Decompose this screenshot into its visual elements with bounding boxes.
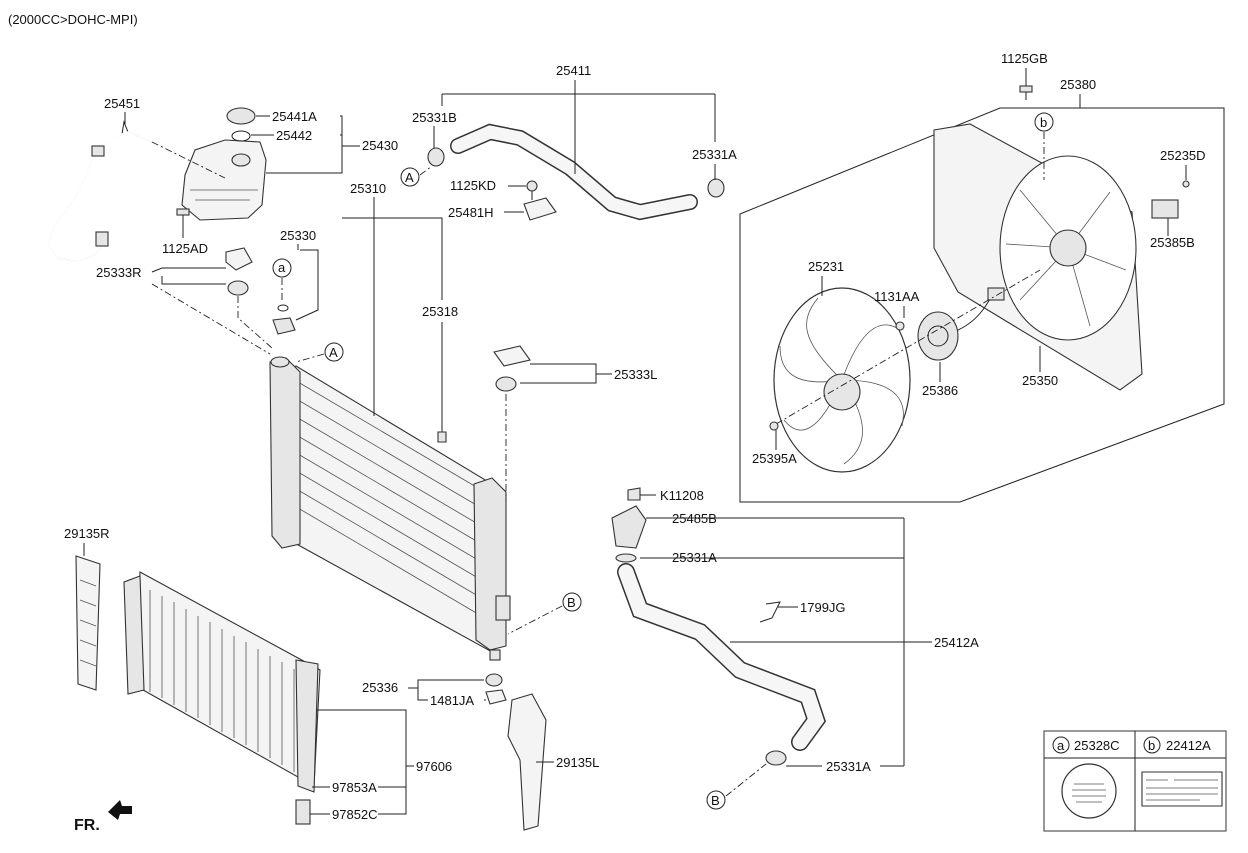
label-25395A: 25395A	[752, 451, 797, 466]
callout-B-right-text: B	[567, 595, 576, 610]
label-25331A-top: 25331A	[692, 147, 737, 162]
bracket-25481H	[523, 197, 557, 221]
fan-assembly-box	[739, 107, 1225, 503]
front-arrow-icon	[108, 800, 132, 820]
clamp-25331A-bot	[765, 750, 787, 766]
label-25380: 25380	[1060, 77, 1096, 92]
label-25430: 25430	[362, 138, 398, 153]
legend-b-part: 22412A	[1166, 738, 1211, 753]
lower-hose-25412A	[617, 563, 827, 751]
legend-a-letter: a	[1057, 738, 1065, 753]
label-25330: 25330	[280, 228, 316, 243]
callout-A-left	[324, 342, 344, 362]
label-25350: 25350	[1022, 373, 1058, 388]
cap-label-decal	[1061, 763, 1117, 819]
air-guard-29135L	[507, 693, 547, 831]
label-25331A-bot: 25331A	[826, 759, 871, 774]
mount-25333R	[225, 247, 253, 296]
fan-warning-decal	[1141, 771, 1223, 807]
legend-callout-a	[1052, 736, 1070, 754]
clip-K11208	[627, 487, 641, 501]
callout-A-top	[400, 167, 420, 187]
resistor-25385B	[1151, 180, 1190, 219]
label-25411: 25411	[556, 63, 591, 78]
fitting-25485B	[611, 505, 647, 549]
label-25336: 25336	[362, 680, 398, 695]
legend-b-letter: b	[1148, 738, 1155, 753]
legend-table	[1043, 730, 1227, 832]
legend-callout-b	[1143, 736, 1161, 754]
fan-shroud-25350	[933, 123, 1143, 391]
clip-1799JG	[759, 601, 781, 623]
callout-B-bottom-text: B	[711, 793, 720, 808]
label-25310: 25310	[350, 181, 386, 196]
callout-A-left-text: A	[329, 345, 338, 360]
callout-a-text: a	[278, 260, 286, 275]
label-25333R: 25333R	[96, 265, 142, 280]
engine-note: (2000CC>DOHC-MPI)	[8, 12, 138, 27]
screw-25395A	[769, 421, 779, 431]
label-25231: 25231	[808, 259, 844, 274]
condenser-97606	[123, 571, 321, 793]
front-label: FR.	[74, 817, 100, 834]
callout-b-fan-text: b	[1040, 115, 1047, 130]
fan-blade-25231	[773, 287, 911, 473]
callout-B-bottom	[706, 790, 726, 810]
label-25441A: 25441A	[272, 109, 317, 124]
label-1799JG: 1799JG	[800, 600, 846, 615]
bolt-1125AD	[176, 208, 190, 224]
drain-plug-25336	[485, 673, 507, 705]
reservoir-tank	[181, 107, 267, 221]
callout-B-right	[562, 592, 582, 612]
label-25333L: 25333L	[614, 367, 657, 382]
label-25385B: 25385B	[1150, 235, 1195, 250]
label-25235D: 25235D	[1160, 148, 1206, 163]
label-1125AD: 1125AD	[162, 241, 208, 256]
label-25451: 25451	[104, 96, 140, 111]
bolt-1125GB	[1019, 85, 1033, 100]
label-25331B: 25331B	[412, 110, 457, 125]
label-1125KD: 1125KD	[450, 178, 496, 193]
legend-a-part: 25328C	[1074, 738, 1120, 753]
label-K11208: K11208	[660, 488, 704, 503]
dryer-97852C	[295, 799, 311, 825]
label-1481JA: 1481JA	[430, 693, 474, 708]
callout-a	[272, 258, 292, 278]
radiator-25310	[269, 356, 511, 661]
callout-A-top-text: A	[405, 170, 414, 185]
label-1125GB: 1125GB	[1001, 51, 1048, 66]
label-29135R: 29135R	[64, 526, 110, 541]
label-1131AA: 1131AA	[874, 289, 920, 304]
mount-25333L	[493, 345, 531, 392]
screw-1131AA	[895, 321, 905, 331]
upper-hose-25411	[427, 123, 725, 221]
label-25412A: 25412A	[934, 635, 979, 650]
label-25318: 25318	[422, 304, 458, 319]
clamp-25331A-mid	[615, 553, 637, 563]
label-25386: 25386	[922, 383, 958, 398]
label-97606: 97606	[416, 759, 452, 774]
overflow-hose-25451	[47, 120, 153, 263]
label-25442: 25442	[276, 128, 312, 143]
callout-b-fan	[1034, 112, 1054, 132]
label-97853A: 97853A	[332, 780, 377, 795]
label-25481H: 25481H	[448, 205, 494, 220]
label-97852C: 97852C	[332, 807, 378, 822]
motor-25386	[917, 287, 1005, 361]
label-29135L: 29135L	[556, 755, 599, 770]
bolt-1125KD	[526, 180, 538, 200]
